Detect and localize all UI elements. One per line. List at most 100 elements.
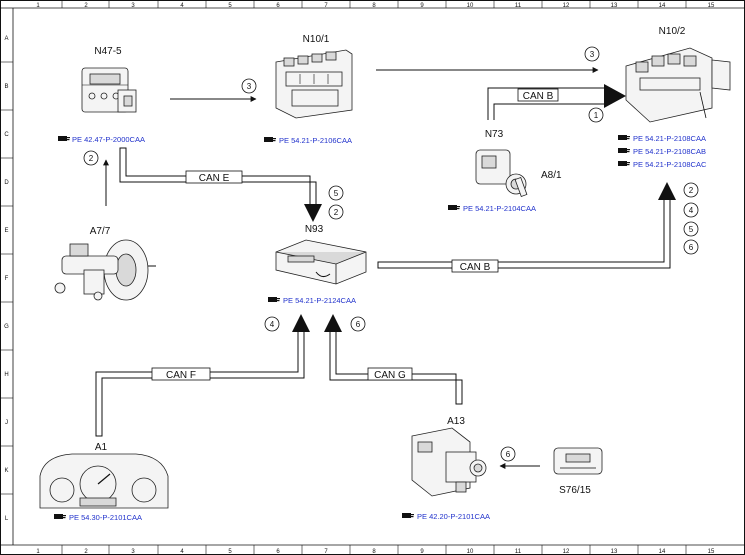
- col-label: 14: [659, 3, 666, 9]
- col-label: 7: [324, 3, 328, 9]
- row-label: A: [4, 36, 8, 42]
- col-label: 1: [36, 549, 40, 555]
- col-label: 13: [611, 3, 618, 9]
- can-b-top-label: CAN B: [523, 91, 554, 102]
- document-ref-icon: [618, 148, 630, 153]
- row-ticks: [0, 61, 13, 495]
- n93-label: N93: [305, 224, 324, 235]
- a13-label: A13: [447, 416, 465, 427]
- col-label: 2: [84, 549, 88, 555]
- col-label: 7: [324, 549, 328, 555]
- ref-text: PE 42.47-P-2000CAA: [72, 135, 145, 144]
- circled-markers: [83, 46, 699, 462]
- col-label: 12: [563, 549, 570, 555]
- can-f-label: CAN F: [166, 370, 196, 381]
- a1-instrument-cluster-drawing: [39, 453, 169, 509]
- row-labels: A B C D E F G H J K L: [4, 36, 9, 522]
- marker-label: 2: [689, 186, 694, 195]
- ref-text: PE 54.21-P-2108CAC: [633, 160, 707, 169]
- col-label: 3: [131, 3, 135, 9]
- n10-2-label: N10/2: [659, 26, 686, 37]
- bus-can-b-top: [487, 84, 626, 120]
- bus-can-e: [119, 147, 322, 222]
- n10-1-fusebox-drawing: [275, 49, 353, 119]
- ref-text: PE 54.21-P-2124CAA: [283, 296, 356, 305]
- col-label: 1: [36, 3, 40, 9]
- col-label: 5: [228, 549, 232, 555]
- column-labels: 1 2 3 4 5 6 7 8 9 10 11 12 13 14 15 1 2 …: [36, 3, 715, 555]
- a7-7-label: A7/7: [90, 226, 111, 237]
- bus-can-f: [95, 314, 310, 437]
- ref-text: PE 54.21-P-2108CAB: [633, 147, 706, 156]
- col-label: 11: [515, 3, 522, 9]
- ref-a1[interactable]: PE 54.30-P-2101CAA: [54, 513, 142, 522]
- marker-label: 6: [506, 450, 511, 459]
- marker-label: 2: [334, 208, 339, 217]
- can-g-label: CAN G: [374, 370, 406, 381]
- row-label: E: [4, 228, 8, 234]
- col-label: 8: [372, 3, 376, 9]
- n93-gateway-drawing: [275, 239, 367, 285]
- document-ref-icon: [58, 136, 70, 141]
- a1-label: A1: [95, 442, 108, 453]
- marker-label: 1: [594, 111, 599, 120]
- ref-a13[interactable]: PE 42.20-P-2101CAA: [402, 512, 490, 521]
- col-label: 9: [420, 3, 424, 9]
- marker-label: 6: [356, 320, 361, 329]
- bus-can-g: [324, 314, 463, 405]
- marker-label: 5: [334, 189, 339, 198]
- col-label: 15: [708, 3, 715, 9]
- col-label: 3: [131, 549, 135, 555]
- ref-n10-2-c[interactable]: PE 54.21-P-2108CAC: [618, 160, 707, 169]
- a13-module-drawing: [411, 427, 487, 497]
- ref-text: PE 54.30-P-2101CAA: [69, 513, 142, 522]
- can-e-label: CAN E: [199, 173, 230, 184]
- n73-ignition-switch-drawing: [475, 149, 528, 197]
- col-label: 2: [84, 3, 88, 9]
- marker-label: 3: [247, 82, 252, 91]
- row-label: D: [4, 180, 9, 186]
- ref-n93[interactable]: PE 54.21-P-2124CAA: [268, 296, 356, 305]
- row-label: B: [4, 84, 8, 90]
- ref-n73[interactable]: PE 54.21-P-2104CAA: [448, 204, 536, 213]
- n10-2-sam-drawing: [625, 47, 731, 123]
- s76-15-switch-drawing: [553, 447, 603, 475]
- document-ref-icon: [618, 135, 630, 140]
- a8-1-label: A8/1: [541, 170, 562, 181]
- col-label: 10: [467, 549, 474, 555]
- marker-label: 5: [689, 225, 694, 234]
- ref-n10-2-b[interactable]: PE 54.21-P-2108CAB: [618, 147, 706, 156]
- row-label: L: [5, 516, 9, 522]
- n47-5-unit-drawing: [81, 67, 137, 113]
- col-label: 15: [708, 549, 715, 555]
- row-label: F: [5, 276, 9, 282]
- col-label: 13: [611, 549, 618, 555]
- n10-1-label: N10/1: [303, 34, 330, 45]
- col-label: 14: [659, 549, 666, 555]
- document-ref-icon: [264, 137, 276, 142]
- column-ticks: [61, 0, 687, 555]
- a7-7-brake-booster-drawing: [54, 239, 156, 301]
- col-label: 12: [563, 3, 570, 9]
- document-ref-icon: [448, 205, 460, 210]
- document-ref-icon: [618, 161, 630, 166]
- row-label: C: [4, 132, 9, 138]
- s76-15-label: S76/15: [559, 485, 591, 496]
- ref-n47-5[interactable]: PE 42.47-P-2000CAA: [58, 135, 145, 144]
- col-label: 4: [180, 549, 184, 555]
- document-ref-icon: [268, 297, 280, 302]
- col-label: 11: [515, 549, 522, 555]
- can-b-mid-label: CAN B: [460, 262, 491, 273]
- row-label: G: [4, 324, 9, 330]
- ref-n10-1[interactable]: PE 54.21-P-2106CAA: [264, 136, 352, 145]
- ref-text: PE 42.20-P-2101CAA: [417, 512, 490, 521]
- row-label: H: [4, 372, 8, 378]
- row-label: J: [5, 420, 8, 426]
- col-label: 6: [276, 549, 280, 555]
- ref-text: PE 54.21-P-2108CAA: [633, 134, 706, 143]
- ref-n10-2-a[interactable]: PE 54.21-P-2108CAA: [618, 134, 706, 143]
- marker-label: 2: [89, 154, 94, 163]
- marker-label: 6: [689, 243, 694, 252]
- ref-text: PE 54.21-P-2106CAA: [279, 136, 352, 145]
